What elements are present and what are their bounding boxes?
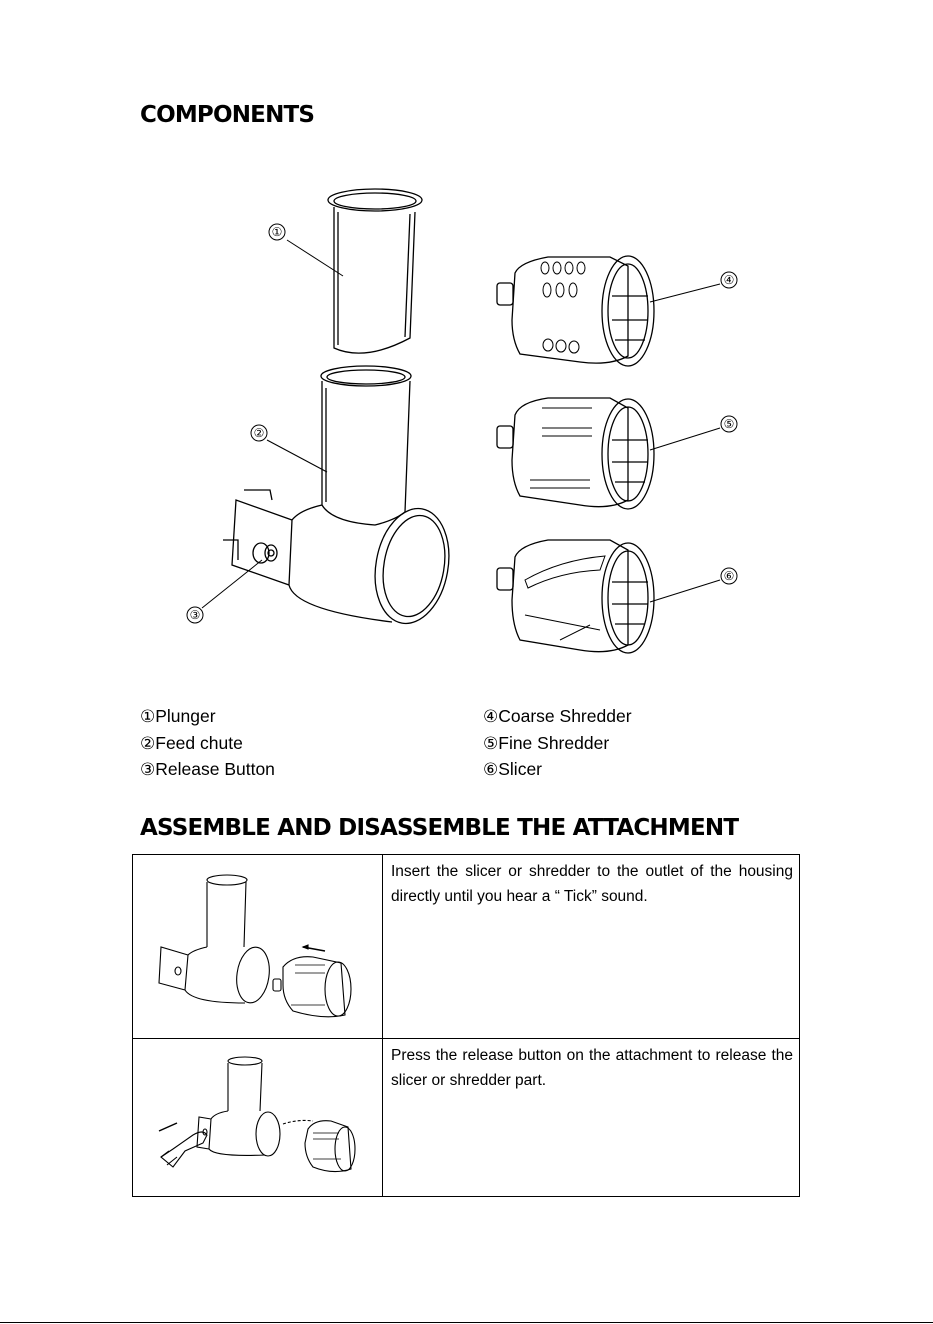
- callout-leaders: [201, 239, 721, 609]
- coarse-shredder-illustration: [496, 255, 655, 367]
- callout-markers: ① ② ③ ④ ⑤ ⑥: [186, 223, 738, 624]
- callout-2: ②: [254, 426, 265, 440]
- components-diagram: ① ② ③ ④ ⑤ ⑥: [186, 188, 738, 654]
- callout-5: ⑤: [724, 417, 735, 431]
- components-legend-left: ①Plunger ②Feed chute ③Release Button: [140, 704, 275, 784]
- step-2-illustration: [132, 1038, 383, 1197]
- legend-item-slicer: ⑥Slicer: [483, 759, 543, 780]
- table-row: Insert the slicer or shredder to the out…: [132, 854, 800, 1039]
- housing-illustration: [223, 365, 450, 625]
- plunger-illustration: [327, 188, 423, 354]
- legend-item-fine-shredder: ⑤Fine Shredder: [483, 732, 610, 754]
- callout-4: ④: [724, 273, 735, 287]
- legend-item-release-button: ③Release Button: [140, 759, 275, 780]
- step-2-text: Press the release button on the attachme…: [382, 1038, 800, 1197]
- step-1-text: Insert the slicer or shredder to the out…: [382, 854, 800, 1039]
- page-bottom-rule: [0, 1322, 933, 1323]
- slicer-illustration: [496, 539, 655, 654]
- table-row: Press the release button on the attachme…: [132, 1038, 800, 1197]
- legend-item-coarse-shredder: ④Coarse Shredder: [483, 706, 632, 727]
- components-heading: COMPONENTS: [140, 102, 315, 128]
- fine-shredder-illustration: [496, 397, 655, 510]
- assemble-heading: ASSEMBLE AND DISASSEMBLE THE ATTACHMENT: [140, 815, 739, 841]
- callout-3: ③: [190, 608, 201, 622]
- legend-item-feed-chute: ②Feed chute: [140, 732, 243, 754]
- callout-1: ①: [272, 225, 283, 239]
- components-legend-right: ④Coarse Shredder ⑤Fine Shredder ⑥Slicer: [483, 704, 632, 784]
- callout-6: ⑥: [724, 569, 735, 583]
- step-1-illustration: [132, 854, 383, 1039]
- assembly-steps-table: Insert the slicer or shredder to the out…: [132, 854, 800, 1197]
- legend-item-plunger: ①Plunger: [140, 706, 216, 727]
